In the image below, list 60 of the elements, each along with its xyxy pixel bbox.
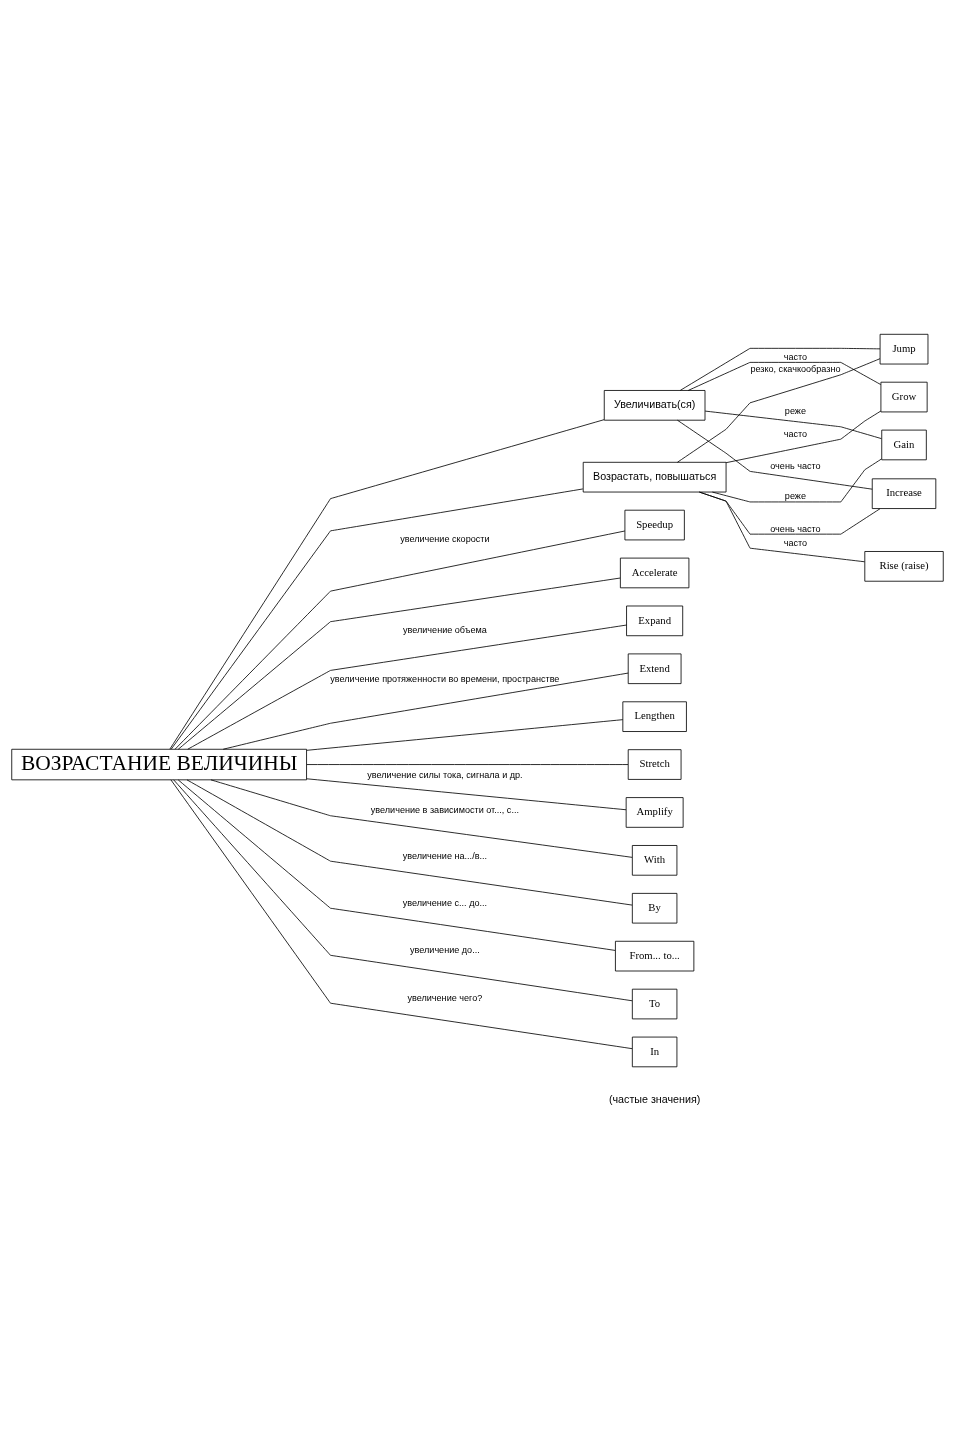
connector — [306, 719, 624, 751]
edge-label: увеличение с... до... — [402, 897, 488, 908]
connector — [222, 672, 629, 750]
edge-label: очень часто — [770, 460, 821, 471]
edge-label: увеличение в зависимости от..., с... — [370, 805, 519, 816]
label: (частые значения) — [608, 1092, 701, 1105]
edge-label: увеличение объема — [402, 625, 487, 636]
node-box: To — [631, 988, 678, 1020]
connector — [186, 779, 633, 906]
node-box: With — [631, 845, 678, 876]
connector — [725, 410, 882, 464]
connector — [677, 358, 881, 463]
edge-label: увеличение скорости — [400, 534, 490, 545]
connector — [174, 530, 626, 750]
connector — [210, 779, 633, 858]
connector — [687, 361, 882, 391]
connector — [679, 347, 881, 391]
edge-label: часто — [783, 537, 808, 548]
node-box: Lengthen — [622, 701, 687, 732]
connector — [306, 778, 627, 811]
edge-label: реже — [784, 491, 806, 502]
edge-label: реже — [784, 406, 806, 417]
edge-label: часто — [783, 428, 808, 439]
connector — [677, 419, 873, 490]
connector — [170, 779, 633, 1050]
edge-label: резко, скачкообразно — [750, 364, 841, 375]
connector — [170, 488, 584, 750]
node-box: Increase — [871, 478, 937, 509]
connector — [698, 491, 881, 535]
node-box: Grow — [880, 381, 928, 413]
edge-label: увеличение на.../в... — [402, 850, 488, 861]
node-box: Extend — [627, 653, 682, 685]
edge-label: увеличение чего? — [407, 992, 483, 1003]
connector — [177, 577, 621, 750]
connector — [306, 764, 629, 765]
node-box: Expand — [626, 605, 684, 637]
edge-label: увеличение до... — [410, 944, 480, 955]
connector — [177, 779, 616, 951]
connector — [173, 779, 633, 1002]
node-box: Amplify — [625, 797, 684, 828]
connector — [704, 410, 882, 440]
node-box: Увеличивать(ся) — [603, 390, 706, 421]
connector — [169, 419, 605, 750]
connector — [187, 624, 627, 750]
node-box: Speedup — [624, 509, 685, 541]
edge-label: увеличение протяженности во времени, пространстве — [330, 673, 560, 684]
node-box: Stretch — [627, 749, 682, 780]
node-box: Jump — [879, 333, 929, 365]
node-box: By — [631, 892, 678, 924]
edge-label: очень часто — [770, 523, 821, 534]
node-box: Возрастать, повышаться — [582, 461, 727, 493]
node-box: In — [631, 1036, 678, 1068]
node-box: Rise (raise) — [864, 551, 944, 582]
node-box: ВОЗРАСТАНИЕ ВЕЛИЧИНЫ — [11, 748, 307, 781]
node-box: Gain — [881, 429, 927, 461]
connector — [711, 458, 882, 503]
node-box: From... to... — [615, 940, 695, 972]
edge-label: увеличение силы тока, сигнала и др. — [367, 770, 523, 781]
node-box: Accelerate — [619, 557, 690, 589]
edge-label: часто — [783, 351, 808, 362]
